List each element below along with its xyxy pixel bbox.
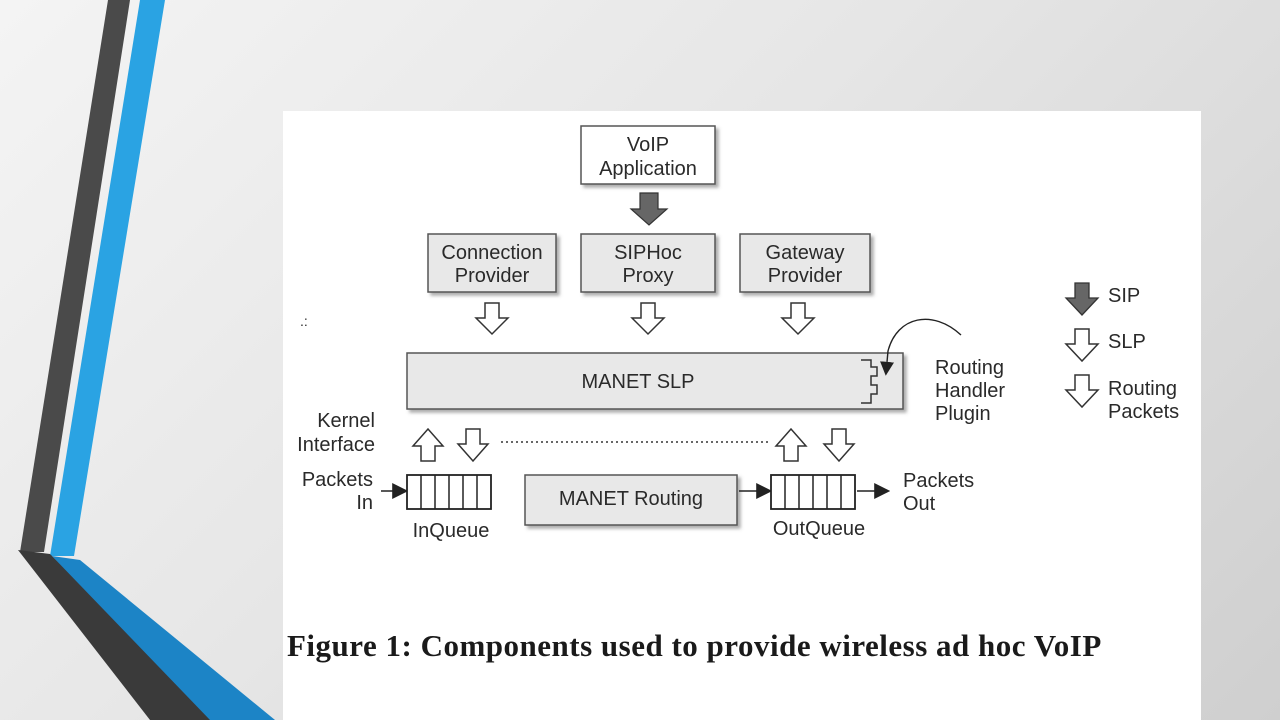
legend-slp-arrow-icon [1064, 328, 1100, 363]
packets-in-line2: In [356, 492, 373, 514]
kernel-up-arrow-right [774, 427, 808, 462]
voip-application-line1: VoIP [627, 134, 669, 156]
siphoc-proxy-line2: Proxy [622, 265, 673, 287]
connection-provider-line2: Provider [455, 265, 530, 287]
routing-handler-plugin-label: Routing Handler Plugin [935, 357, 1005, 425]
plugin-socket [861, 359, 878, 404]
legend-routing-label-line2: Packets [1108, 401, 1179, 423]
connection-provider-line1: Connection [441, 242, 542, 264]
kernel-interface-line1: Kernel [317, 410, 375, 432]
voip-components-diagram: VoIP Application Connection Provider SIP… [297, 125, 1179, 542]
gateway-provider-box: Gateway Provider [739, 233, 871, 293]
kernel-interface-line2: Interface [297, 434, 375, 456]
packets-in-label: Packets In [302, 469, 373, 514]
voip-application-box: VoIP Application [580, 125, 716, 185]
outqueue-label: OutQueue [773, 518, 865, 540]
packets-out-line2: Out [903, 493, 936, 515]
voip-application-line2: Application [599, 158, 697, 180]
connection-provider-box: Connection Provider [427, 233, 557, 293]
routing-handler-line2: Handler [935, 380, 1005, 402]
legend-sip-arrow-icon [1064, 282, 1100, 316]
inqueue-label: InQueue [413, 520, 490, 542]
kernel-up-arrow-left [411, 427, 445, 462]
slp-arrow-siphoc [630, 302, 666, 336]
siphoc-proxy-box: SIPHoc Proxy [580, 233, 716, 293]
manet-slp-label: MANET SLP [582, 371, 695, 393]
inqueue-buffer [406, 474, 492, 510]
manet-routing-box: MANET Routing [524, 474, 738, 526]
sip-arrow-down [629, 192, 669, 226]
routing-handler-line1: Routing [935, 357, 1004, 379]
gateway-provider-line1: Gateway [766, 242, 845, 264]
manet-routing-label: MANET Routing [559, 488, 703, 510]
legend-routing-arrow-icon [1064, 374, 1100, 409]
dark-stripe [20, 0, 130, 552]
kernel-down-arrow-right [822, 428, 856, 463]
packets-out-label: Packets Out [903, 470, 974, 515]
packets-out-line1: Packets [903, 470, 974, 492]
packets-in-line1: Packets [302, 469, 373, 491]
gateway-provider-line2: Provider [768, 265, 843, 287]
stray-mark: .: [300, 313, 308, 329]
figure-caption: Figure 1: Components used to provide wir… [287, 628, 1102, 663]
blue-stripe [50, 0, 165, 556]
kernel-interface-label: Kernel Interface [297, 410, 375, 456]
figure-panel: VoIP Application Connection Provider SIP… [283, 111, 1201, 720]
legend: SIP SLP Routing Packets [1064, 282, 1179, 423]
legend-routing-label-line1: Routing [1108, 378, 1177, 400]
legend-sip-label: SIP [1108, 285, 1140, 307]
outqueue-buffer [770, 474, 856, 510]
legend-slp-label: SLP [1108, 331, 1146, 353]
kernel-down-arrow-left [456, 428, 490, 463]
slp-arrow-gateway [780, 302, 816, 336]
plugin-pointer [880, 318, 962, 376]
routing-handler-line3: Plugin [935, 403, 991, 425]
manet-slp-box: MANET SLP [406, 352, 904, 410]
slp-arrow-connection [474, 302, 510, 336]
blue-corner [52, 556, 275, 720]
siphoc-proxy-line1: SIPHoc [614, 242, 682, 264]
